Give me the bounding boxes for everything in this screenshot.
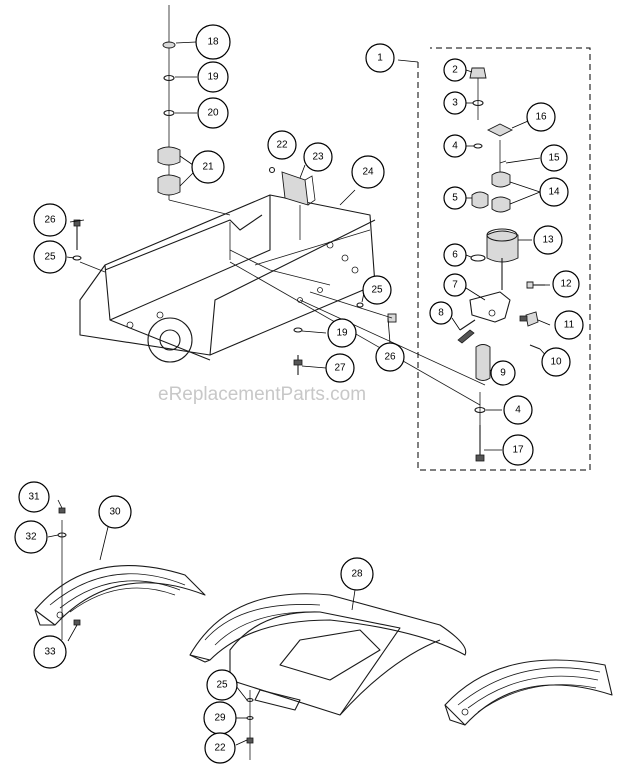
callout-22-top: 22 <box>267 130 297 160</box>
main-frame <box>79 194 376 363</box>
callout-33: 33 <box>33 635 67 669</box>
svg-text:12: 12 <box>560 279 572 290</box>
callout-7: 7 <box>443 273 467 297</box>
callout-22-bottom: 22 <box>204 732 236 764</box>
callout-24: 24 <box>351 155 385 189</box>
callout-27: 27 <box>325 353 355 383</box>
callout-8: 8 <box>429 301 453 325</box>
callout-9: 9 <box>490 360 516 386</box>
svg-text:11: 11 <box>564 320 575 331</box>
svg-text:7: 7 <box>452 280 458 291</box>
callout-25-right: 25 <box>362 275 392 305</box>
svg-text:15: 15 <box>548 153 560 164</box>
svg-text:27: 27 <box>334 363 346 374</box>
callout-3: 3 <box>443 91 467 115</box>
kit-components <box>457 67 545 462</box>
leader-lines <box>47 41 551 746</box>
svg-text:21: 21 <box>202 162 214 173</box>
svg-text:23: 23 <box>312 152 324 163</box>
callout-4-top: 4 <box>443 134 467 158</box>
svg-text:30: 30 <box>109 507 121 518</box>
callout-1: 1 <box>365 43 395 73</box>
left-bolt <box>72 219 106 273</box>
svg-text:10: 10 <box>550 357 562 368</box>
svg-text:4: 4 <box>515 405 521 416</box>
callout-29: 29 <box>203 701 237 735</box>
callout-23: 23 <box>303 142 333 172</box>
callout-16: 16 <box>526 102 556 132</box>
svg-text:4: 4 <box>452 141 458 152</box>
callout-10: 10 <box>541 347 571 377</box>
callout-17: 17 <box>502 434 534 466</box>
svg-text:14: 14 <box>548 187 560 198</box>
svg-text:5: 5 <box>452 193 458 204</box>
kit-boundary <box>417 47 591 471</box>
callout-11: 11 <box>554 310 584 340</box>
right-fender <box>444 659 613 726</box>
svg-text:16: 16 <box>535 112 547 123</box>
svg-text:6: 6 <box>452 250 458 261</box>
watermark-text: eReplacementParts.com <box>158 384 366 405</box>
callout-20: 20 <box>197 97 229 129</box>
callout-32: 32 <box>14 520 48 554</box>
svg-text:9: 9 <box>500 368 506 379</box>
svg-text:13: 13 <box>542 235 554 246</box>
callout-4-bottom: 4 <box>503 395 533 425</box>
callout-25-bottom: 25 <box>206 669 238 701</box>
callout-13: 13 <box>533 225 563 255</box>
svg-text:18: 18 <box>207 37 219 48</box>
left-fender <box>34 507 206 640</box>
callout-12: 12 <box>552 270 580 298</box>
svg-text:22: 22 <box>214 743 226 754</box>
vertical-hardware-stack <box>157 5 231 216</box>
svg-text:25: 25 <box>216 680 228 691</box>
callout-26-right: 26 <box>375 342 405 372</box>
callout-25-left: 25 <box>33 240 67 274</box>
svg-text:25: 25 <box>371 285 383 296</box>
svg-text:19: 19 <box>207 72 219 83</box>
callout-14: 14 <box>539 177 569 207</box>
svg-text:26: 26 <box>44 215 56 226</box>
svg-text:33: 33 <box>44 647 56 658</box>
svg-text:2: 2 <box>452 65 458 76</box>
svg-text:25: 25 <box>44 252 56 263</box>
callout-21: 21 <box>191 150 225 184</box>
callout-5: 5 <box>443 186 467 210</box>
svg-text:8: 8 <box>438 308 444 319</box>
svg-text:22: 22 <box>276 140 288 151</box>
callout-6: 6 <box>443 243 467 267</box>
callout-26-left: 26 <box>33 203 67 237</box>
svg-text:26: 26 <box>384 352 396 363</box>
svg-text:17: 17 <box>512 445 524 456</box>
svg-text:32: 32 <box>25 532 37 543</box>
callout-2: 2 <box>443 58 467 82</box>
callout-18: 18 <box>195 24 231 60</box>
callout-19-top: 19 <box>197 61 229 93</box>
svg-text:20: 20 <box>207 108 219 119</box>
bottom-bolt <box>293 327 303 375</box>
svg-text:31: 31 <box>28 492 40 503</box>
svg-text:19: 19 <box>336 328 348 339</box>
callout-28: 28 <box>340 557 374 591</box>
callout-15: 15 <box>540 144 568 172</box>
callout-30: 30 <box>98 495 132 529</box>
svg-text:24: 24 <box>362 167 374 178</box>
callout-31: 31 <box>18 481 50 513</box>
svg-text:28: 28 <box>351 569 363 580</box>
svg-text:1: 1 <box>377 53 383 64</box>
svg-text:3: 3 <box>452 98 458 109</box>
bracket <box>281 164 316 240</box>
svg-text:29: 29 <box>214 713 226 724</box>
callout-19-bottom: 19 <box>327 318 357 348</box>
